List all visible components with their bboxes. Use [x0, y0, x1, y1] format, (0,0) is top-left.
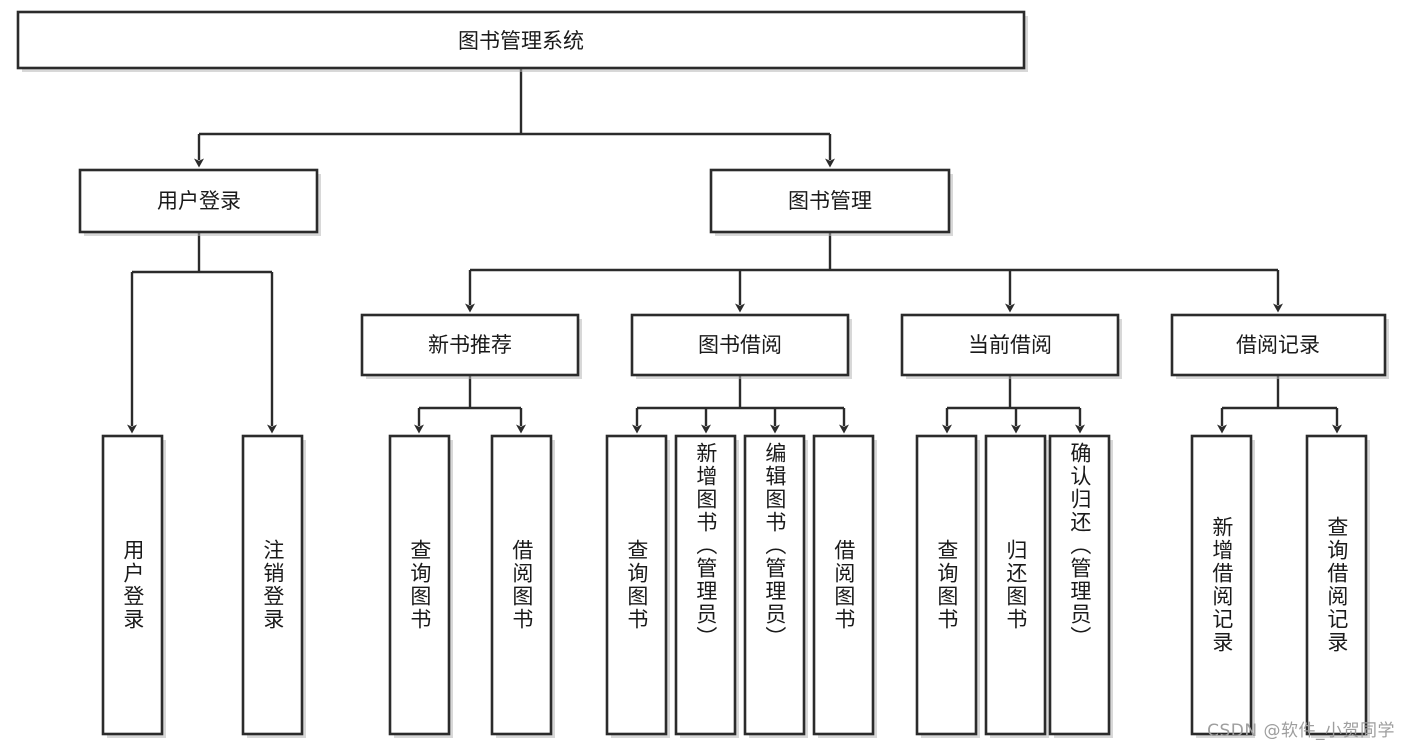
node-leaf-query-book-3[interactable] [915, 434, 980, 738]
node-book-management[interactable]: 图书管理 [709, 168, 953, 236]
node-nbr-label: 新书推荐 [428, 333, 512, 357]
node-leaf-return-book[interactable] [984, 434, 1049, 738]
node-leaf-borrow-book-2[interactable] [812, 434, 877, 738]
node-borrow-record[interactable]: 借阅记录 [1170, 313, 1389, 379]
node-leaf-query-record[interactable] [1305, 434, 1370, 738]
node-leaf-query-book-2[interactable] [605, 434, 670, 738]
connector-group-current-borrow [942, 375, 1085, 434]
node-nbr-box[interactable] [360, 313, 580, 377]
leaf-confirm-return-box[interactable] [1048, 434, 1111, 736]
leaf-add-book-box[interactable] [674, 434, 737, 736]
node-leaf-user-logout[interactable] [241, 434, 306, 738]
node-user-login[interactable]: 用户登录 [78, 168, 321, 236]
node-book-management-box[interactable] [709, 168, 951, 234]
connector-group-root [194, 69, 835, 168]
node-current-borrow[interactable]: 当前借阅 [900, 313, 1122, 379]
node-leaf-add-record[interactable] [1190, 434, 1255, 738]
leaf-query-book-3-box[interactable] [915, 434, 978, 736]
node-book-borrow[interactable]: 图书借阅 [630, 313, 852, 379]
node-bb-box[interactable] [630, 313, 850, 377]
leaf-query-book-1-box[interactable] [388, 434, 451, 736]
node-root-label: 图书管理系统 [458, 29, 584, 53]
node-book-management-label: 图书管理 [788, 189, 872, 213]
node-leaf-confirm-return[interactable] [1048, 434, 1113, 738]
node-cb-box[interactable] [900, 313, 1120, 377]
node-leaf-user-login[interactable] [101, 434, 166, 738]
leaf-borrow-book-2-box[interactable] [812, 434, 875, 736]
connector-group-book-management [465, 232, 1283, 313]
node-user-login-box[interactable] [78, 168, 319, 234]
leaf-user-login-box[interactable] [101, 434, 164, 736]
node-cb-label: 当前借阅 [968, 333, 1052, 357]
leaf-query-record-box[interactable] [1305, 434, 1368, 736]
node-new-book-recommend[interactable]: 新书推荐 [360, 313, 582, 379]
node-leaf-edit-book[interactable] [743, 434, 808, 738]
leaf-user-logout-box[interactable] [241, 434, 304, 736]
node-root[interactable]: 图书管理系统 [16, 10, 1028, 72]
leaf-return-book-box[interactable] [984, 434, 1047, 736]
watermark-text: CSDN @软件_小贺同学 [1207, 721, 1395, 741]
leaf-borrow-book-1-box[interactable] [490, 434, 553, 736]
connector-group-borrow-record [1217, 375, 1342, 434]
node-br-label: 借阅记录 [1236, 333, 1320, 357]
node-br-box[interactable] [1170, 313, 1387, 377]
node-leaf-add-book[interactable] [674, 434, 739, 738]
leaf-query-book-2-box[interactable] [605, 434, 668, 736]
node-root-box[interactable] [16, 10, 1026, 70]
connector-group-user-login [127, 232, 277, 434]
node-leaf-borrow-book-1[interactable] [490, 434, 555, 738]
leaf-edit-book-box[interactable] [743, 434, 806, 736]
node-bb-label: 图书借阅 [698, 333, 782, 357]
connector-group-new-book-recommend [414, 375, 526, 434]
leaf-add-record-box[interactable] [1190, 434, 1253, 736]
connector-group-book-borrow [632, 375, 849, 434]
node-leaf-query-book-1[interactable] [388, 434, 453, 738]
node-user-login-label: 用户登录 [157, 189, 241, 213]
